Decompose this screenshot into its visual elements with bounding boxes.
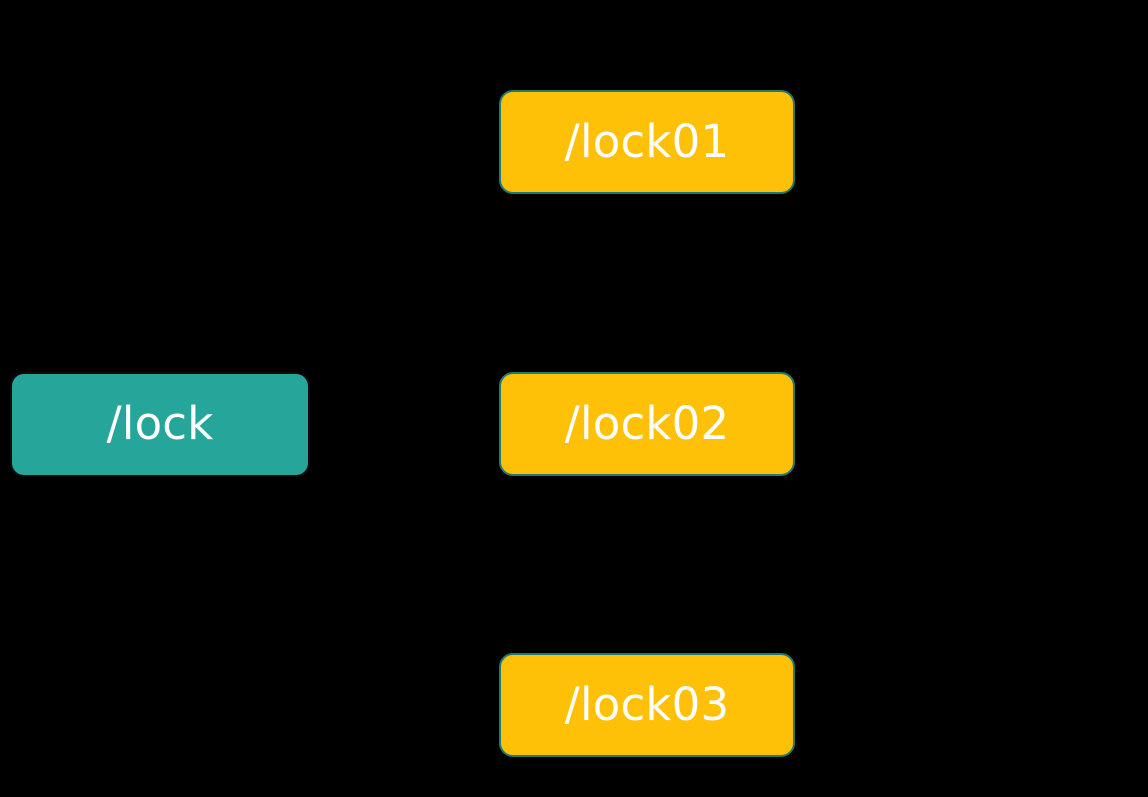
node-lock[interactable]: /lock [10,372,310,477]
edge-lock-to-lock03 [309,438,499,710]
node-lock03-label: /lock03 [564,677,730,731]
node-lock03[interactable]: /lock03 [499,653,795,757]
node-lock-label: /lock [106,397,214,450]
node-lock01-label: /lock01 [564,114,730,168]
node-lock01[interactable]: /lock01 [499,90,795,194]
node-lock02-label: /lock02 [564,396,730,450]
node-lock02[interactable]: /lock02 [499,372,795,476]
edge-lock-to-lock01 [309,135,499,412]
edge-lock-to-lock02 [310,417,499,431]
